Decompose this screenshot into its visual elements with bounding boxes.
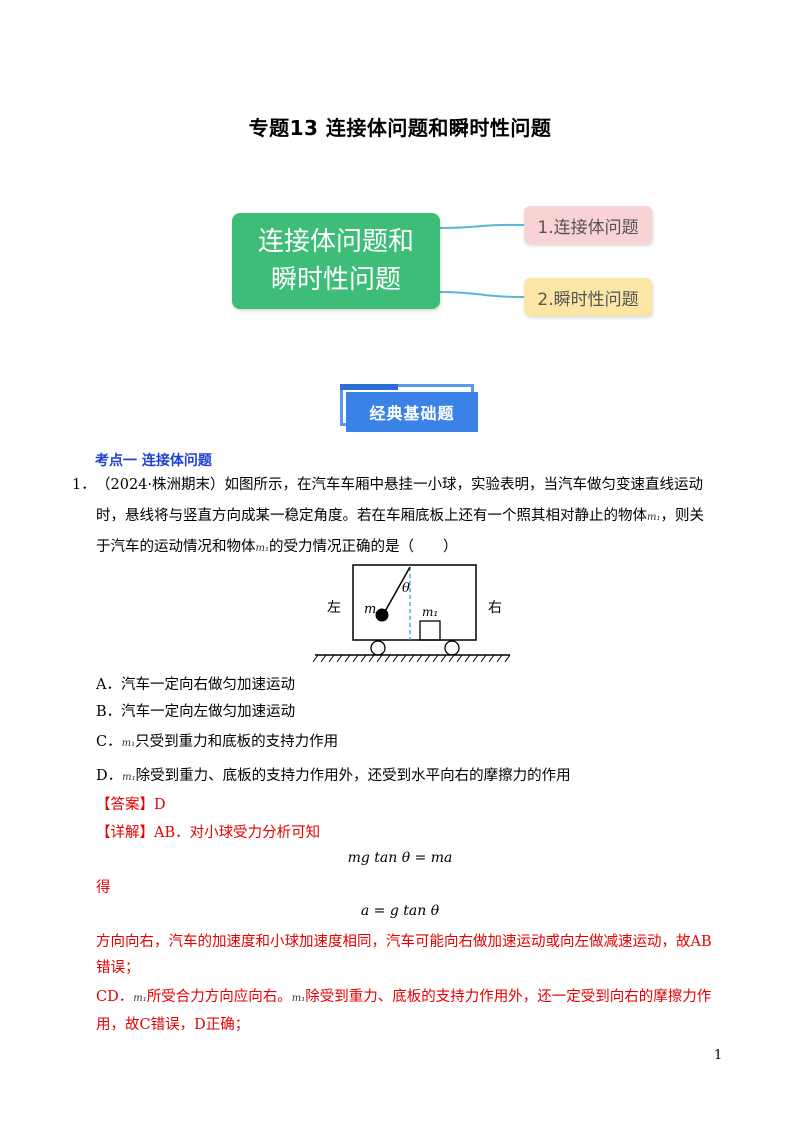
connector-2: [439, 291, 525, 298]
mindmap-central-line2: 瞬时性问题: [270, 265, 401, 295]
option-d-letter: D．: [96, 768, 123, 784]
detail-para2-line1: CD．m₁所受合力方向应向右。m₁除受到重力、底板的支持力作用外，还一定受到向右…: [96, 987, 711, 1009]
m1-symbol: m₁: [122, 772, 136, 783]
question-line2: 时，悬线将与竖直方向成某一稳定角度。若在车厢底板上还有一个照其相对静止的物体m₁…: [96, 506, 704, 528]
detail-de: 得: [96, 880, 111, 896]
option-c-letter: C．: [96, 734, 122, 750]
car-figure: m θ m₁: [312, 564, 511, 663]
question-line3-end: 的受力情况正确的是（ ）: [269, 539, 458, 555]
right-label: 右: [488, 600, 502, 616]
option-a: A．汽车一定向右做匀加速运动: [96, 675, 295, 695]
section-heading: 考点一 连接体问题: [95, 453, 212, 469]
detail-para1-line2: 错误；: [96, 960, 140, 976]
section-banner: 经典基础题: [340, 384, 486, 438]
left-label: 左: [327, 600, 341, 616]
question-line3-text: 于汽车的运动情况和物体: [96, 539, 256, 555]
option-d: D．m₁除受到重力、底板的支持力作用外，还受到水平向右的摩擦力的作用: [96, 766, 571, 788]
ground-hatching: [312, 654, 511, 663]
angle-label: θ: [402, 581, 410, 596]
ball: [375, 608, 389, 622]
mindmap-central-node: 连接体问题和 瞬时性问题: [232, 213, 440, 309]
detail-para2-rest: 除受到重力、底板的支持力作用外，还一定受到向右的摩擦力作: [305, 989, 712, 1005]
formula-2: a = g tan θ: [360, 903, 440, 919]
wheel-right: [444, 640, 460, 656]
option-c: C．m₁只受到重力和底板的支持力作用: [96, 732, 338, 754]
block-label: m₁: [422, 605, 438, 619]
detail-para2-line2: 用，故C错误，D正确；: [96, 1017, 250, 1033]
option-b-text: 汽车一定向左做匀加速运动: [121, 704, 296, 720]
m1-symbol: m₁: [647, 512, 661, 523]
banner-label: 经典基础题: [346, 392, 478, 432]
wheel-left: [370, 640, 386, 656]
question-line3: 于汽车的运动情况和物体m₁的受力情况正确的是（ ）: [96, 537, 458, 559]
option-a-text: 汽车一定向右做匀加速运动: [120, 677, 295, 693]
block-m1: [419, 620, 441, 641]
detail-intro: 【详解】AB．对小球受力分析可知: [96, 825, 321, 841]
formula-1: mg tan θ = ma: [347, 850, 453, 866]
option-c-text: 只受到重力和底板的支持力作用: [135, 734, 339, 750]
m1-symbol: m₁: [255, 543, 270, 554]
connector-1: [439, 223, 525, 229]
ball-label: m: [364, 602, 376, 617]
pendulum-string: [382, 566, 411, 616]
question-number: 1．: [72, 477, 96, 493]
detail-para2-mid: 所受合力方向应向右。: [146, 989, 292, 1005]
answer: 【答案】D: [96, 797, 166, 813]
mindmap-central-line1: 连接体问题和: [257, 227, 414, 257]
question-line2-text: 时，悬线将与竖直方向成某一稳定角度。若在车厢底板上还有一个照其相对静止的物体: [96, 508, 647, 524]
question-line2-end: ，则关: [660, 508, 705, 524]
detail-para2-prefix: CD．: [96, 989, 134, 1005]
car-body: [352, 564, 477, 641]
m1-symbol: m₁: [291, 993, 306, 1004]
m1-symbol: m₁: [133, 993, 147, 1004]
mindmap-node-1: 1.连接体问题: [524, 206, 652, 244]
option-b: B．汽车一定向左做匀加速运动: [96, 702, 295, 722]
m1-symbol: m₁: [121, 738, 136, 749]
banner-accent: [340, 384, 398, 390]
option-b-letter: B．: [96, 704, 122, 720]
detail-para1-line1: 方向向右，汽车的加速度和小球加速度相同，汽车可能向右做加速运动或向左做减速运动，…: [96, 934, 712, 950]
option-d-text: 除受到重力、底板的支持力作用外，还受到水平向右的摩擦力的作用: [135, 768, 571, 784]
page-title: 专题13 连接体问题和瞬时性问题: [248, 116, 552, 140]
mindmap-node-2: 2.瞬时性问题: [524, 278, 652, 316]
option-a-letter: A．: [96, 677, 121, 693]
question-line1: （2024·株洲期末）如图所示，在汽车车厢中悬挂一小球，实验表明，当汽车做匀变速…: [96, 477, 704, 493]
page-number: 1: [714, 1048, 723, 1063]
